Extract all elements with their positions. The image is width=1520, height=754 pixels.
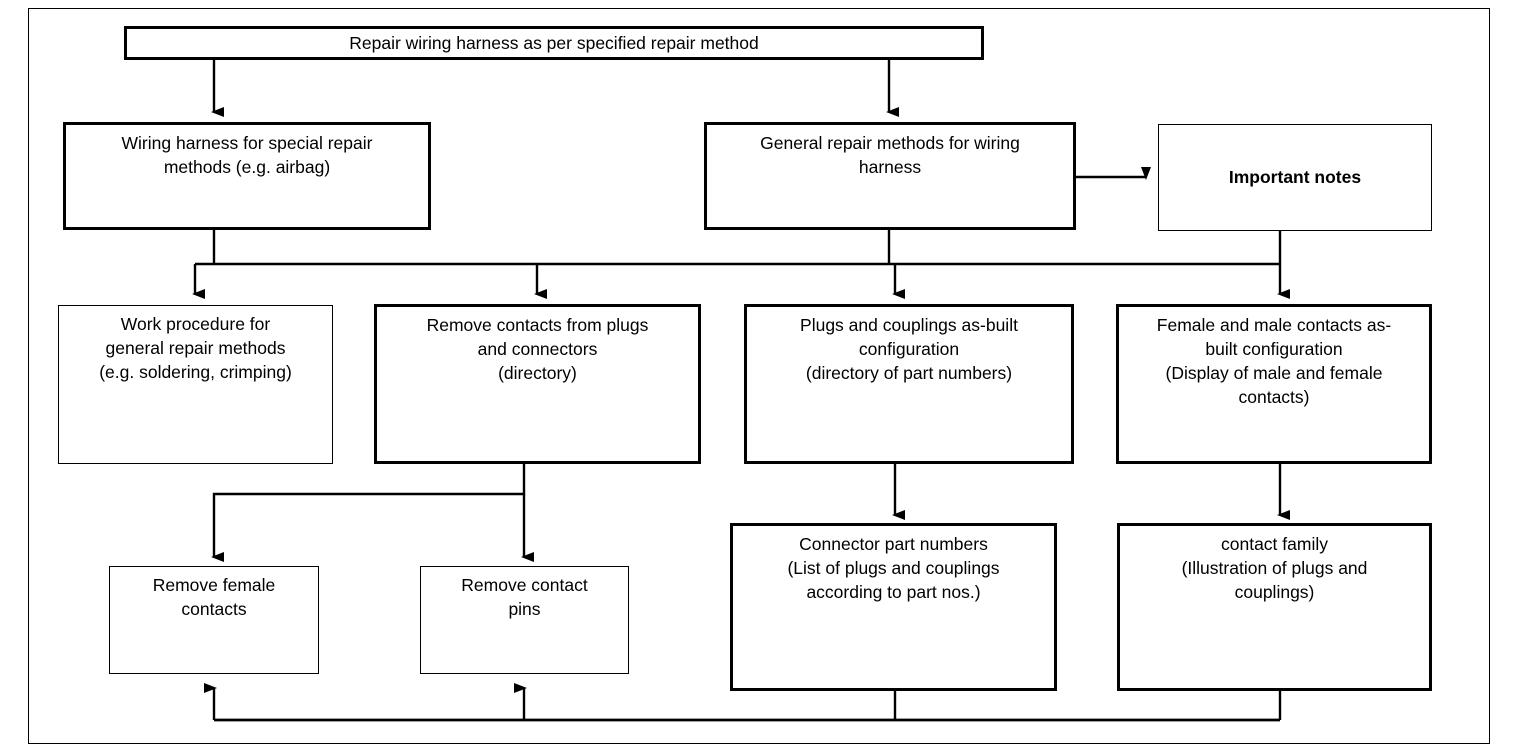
node-label: Remove contact pins: [461, 575, 588, 620]
node-label: contact family (Illustration of plugs an…: [1181, 534, 1368, 603]
node-label: Remove contacts from plugs and connector…: [426, 315, 649, 384]
node-label: Connector part numbers (List of plugs an…: [787, 534, 1000, 603]
diagram-frame: [28, 8, 1490, 744]
node-label: Work procedure for general repair method…: [99, 314, 292, 383]
node-general-repair-methods[interactable]: General repair methods for wiring harnes…: [704, 122, 1076, 230]
node-work-procedure[interactable]: Work procedure for general repair method…: [58, 305, 333, 464]
node-remove-female-contacts[interactable]: Remove female contacts: [109, 566, 319, 674]
node-label: Important notes: [1228, 167, 1362, 188]
node-female-and-male-contacts[interactable]: Female and male contacts as- built confi…: [1116, 304, 1432, 464]
node-wiring-harness-special-repair[interactable]: Wiring harness for special repair method…: [63, 122, 431, 230]
node-label: Remove female contacts: [152, 575, 276, 620]
node-connector-part-numbers[interactable]: Connector part numbers (List of plugs an…: [730, 523, 1057, 691]
node-label: Plugs and couplings as-built configurati…: [800, 315, 1018, 384]
node-label: Female and male contacts as- built confi…: [1156, 315, 1392, 408]
node-important-notes[interactable]: Important notes: [1158, 124, 1432, 231]
node-repair-wiring-harness[interactable]: Repair wiring harness as per specified r…: [124, 26, 984, 60]
node-label: General repair methods for wiring harnes…: [760, 133, 1020, 178]
node-label: Wiring harness for special repair method…: [121, 133, 373, 178]
node-remove-contacts-from-plugs[interactable]: Remove contacts from plugs and connector…: [374, 304, 701, 464]
node-contact-family[interactable]: contact family (Illustration of plugs an…: [1117, 523, 1432, 691]
node-plugs-and-couplings[interactable]: Plugs and couplings as-built configurati…: [744, 304, 1074, 464]
node-remove-contact-pins[interactable]: Remove contact pins: [420, 566, 629, 674]
node-label: Repair wiring harness as per specified r…: [349, 32, 759, 53]
